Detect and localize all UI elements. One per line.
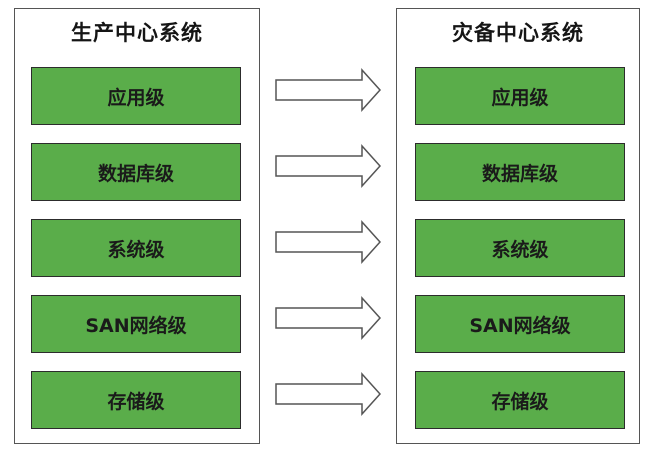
replication-arrow-database: [275, 144, 382, 188]
replication-arrows: [275, 68, 382, 416]
production-tier-system: 系统级: [31, 219, 241, 277]
production-tier-application: 应用级: [31, 67, 241, 125]
replication-arrow-storage: [275, 372, 382, 416]
dr-tier-storage: 存储级: [415, 371, 625, 429]
production-tier-san-network: SAN网络级: [31, 295, 241, 353]
disaster-recovery-center-panel: 灾备中心系统 应用级 数据库级 系统级 SAN网络级 存储级: [396, 8, 640, 444]
disaster-recovery-center-title: 灾备中心系统: [452, 21, 584, 45]
production-tier-database: 数据库级: [31, 143, 241, 201]
replication-arrow-san-network: [275, 296, 382, 340]
dr-tier-application: 应用级: [415, 67, 625, 125]
replication-arrow-system: [275, 220, 382, 264]
production-tier-storage: 存储级: [31, 371, 241, 429]
production-center-title: 生产中心系统: [71, 21, 203, 45]
dr-tier-database: 数据库级: [415, 143, 625, 201]
dr-tier-san-network: SAN网络级: [415, 295, 625, 353]
production-center-panel: 生产中心系统 应用级 数据库级 系统级 SAN网络级 存储级: [14, 8, 260, 444]
replication-arrow-application: [275, 68, 382, 112]
dr-tier-system: 系统级: [415, 219, 625, 277]
